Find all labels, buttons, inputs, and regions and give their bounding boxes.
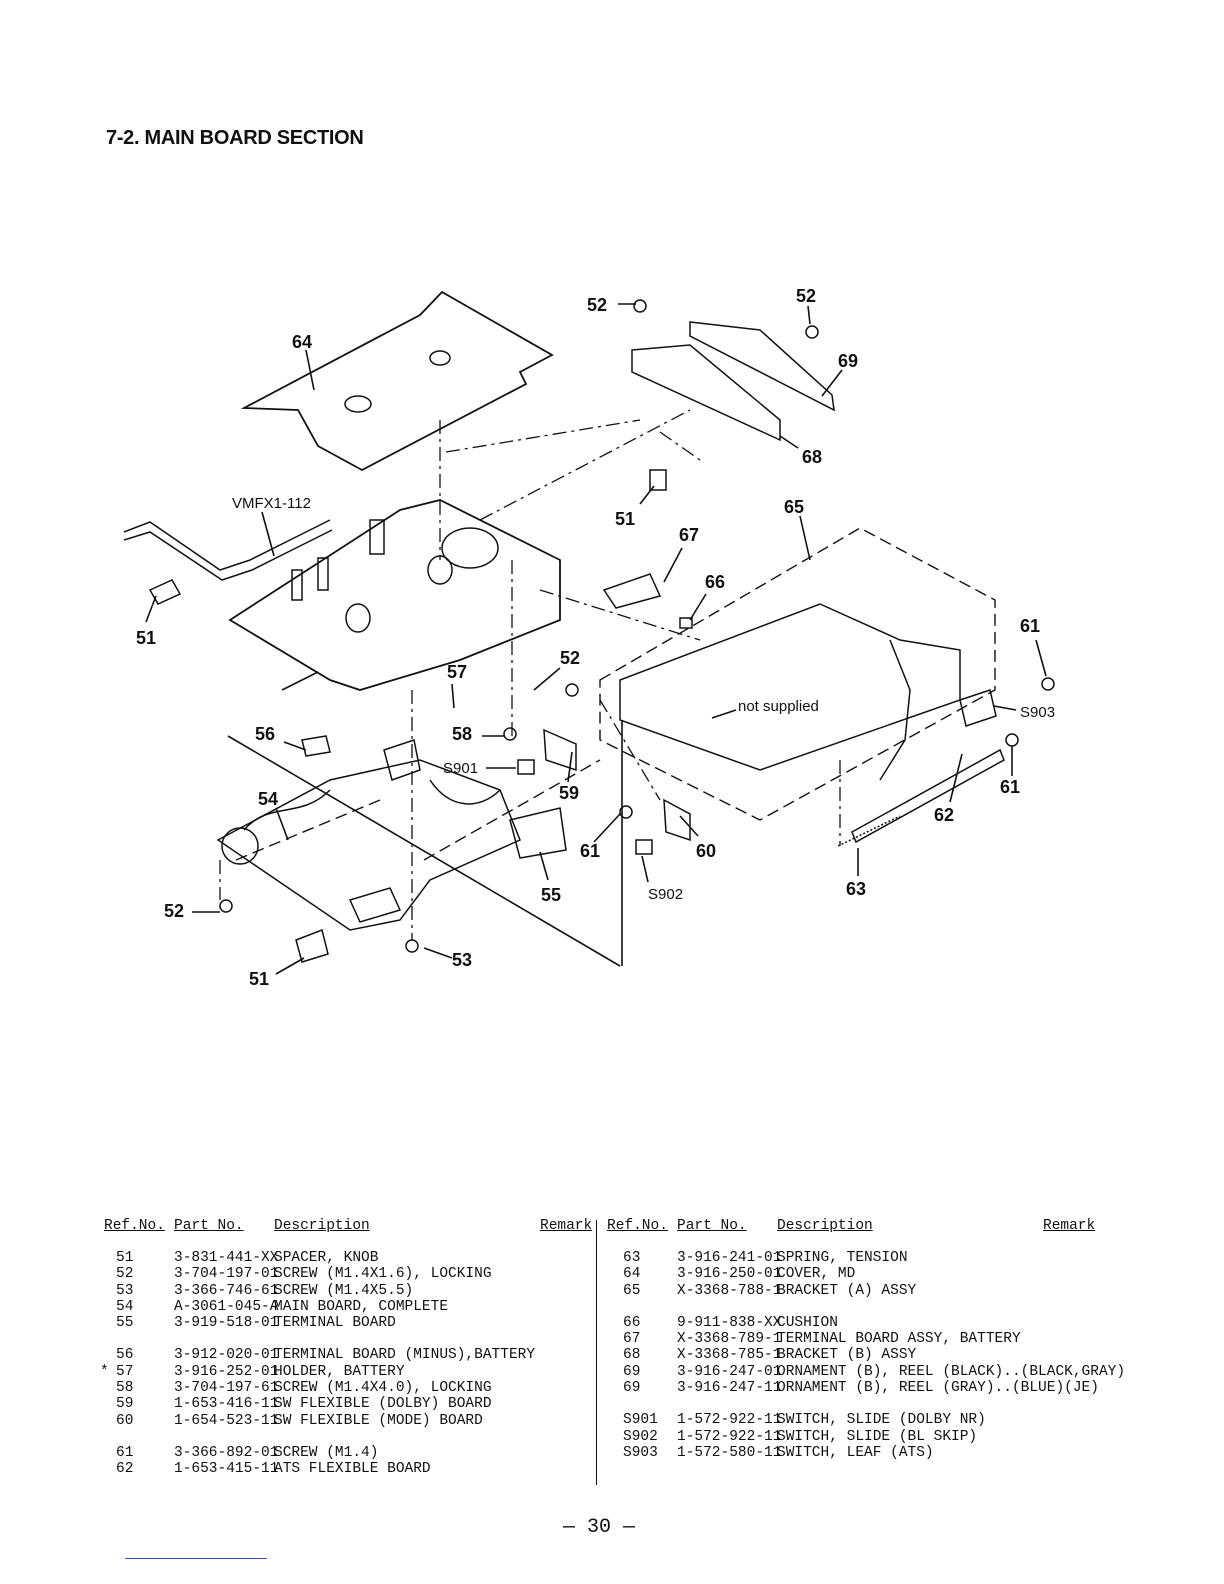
callout-52-bottom: 52 [164, 901, 184, 921]
callout-68: 68 [802, 447, 822, 467]
callout-63: 63 [846, 879, 866, 899]
ats-board-part [837, 748, 1005, 847]
header-part-no: Part No. [677, 1218, 747, 1234]
leader-lines [192, 303, 1047, 975]
callout-53: 53 [452, 950, 472, 970]
column-divider [596, 1220, 597, 1485]
callout-s903: S903 [1020, 704, 1055, 721]
callout-64: 64 [292, 332, 312, 352]
callout-52-center: 52 [560, 648, 580, 668]
bracket-b-part [631, 321, 835, 442]
callout-57: 57 [447, 662, 467, 682]
header-part-no: Part No. [174, 1218, 244, 1234]
callout-52-top: 52 [587, 295, 607, 315]
small-parts [219, 299, 1055, 953]
callout-67: 67 [679, 525, 699, 545]
not-supplied-note: not supplied [738, 698, 819, 715]
board-ref-label: VMFX1-112 [232, 495, 311, 512]
mechanism-chassis-part [228, 499, 561, 691]
callout-s901: S901 [443, 760, 478, 777]
parts-list-header-right: Ref.No. Part No. Description Remark [607, 1218, 1096, 1242]
callout-60: 60 [696, 841, 716, 861]
exploded-view-diagram: 64 52 52 69 68 VMFX1-112 51 65 67 66 51 … [123, 286, 1055, 989]
new-part-mark: * [100, 1363, 109, 1380]
callout-59: 59 [559, 783, 579, 803]
header-description: Description [274, 1218, 370, 1234]
callout-61-right: 61 [1000, 777, 1020, 797]
page-number: — 30 — [563, 1516, 636, 1539]
callout-56: 56 [255, 724, 275, 744]
header-ref-no: Ref.No. [104, 1218, 165, 1234]
callout-61-bottom: 61 [580, 841, 600, 861]
header-description: Description [777, 1218, 873, 1234]
callout-51-left: 51 [136, 628, 156, 648]
page-title: 7-2. MAIN BOARD SECTION [106, 127, 364, 149]
header-ref-no: Ref.No. [607, 1218, 668, 1234]
header-remark: Remark [1043, 1218, 1096, 1234]
callout-66: 66 [705, 572, 725, 592]
callout-51-middle: 51 [615, 509, 635, 529]
bracket-a-part [599, 527, 996, 821]
parts-list-header-left: Ref.No. Part No. Description Remark [104, 1218, 593, 1242]
callout-54: 54 [258, 789, 278, 809]
callout-58: 58 [452, 724, 472, 744]
main-board-part [216, 759, 521, 963]
cover-md-part [240, 290, 554, 472]
footer-rule [125, 1558, 267, 1559]
assembly-lines [219, 409, 841, 967]
callout-62: 62 [934, 805, 954, 825]
callout-55: 55 [541, 885, 561, 905]
callout-69: 69 [838, 351, 858, 371]
callout-61-top: 61 [1020, 616, 1040, 636]
header-remark: Remark [540, 1218, 593, 1234]
callout-51-bottom: 51 [249, 969, 269, 989]
callout-s902: S902 [648, 886, 683, 903]
flexible-board-part [123, 511, 333, 623]
callout-52-right: 52 [796, 286, 816, 306]
callout-65: 65 [784, 497, 804, 517]
